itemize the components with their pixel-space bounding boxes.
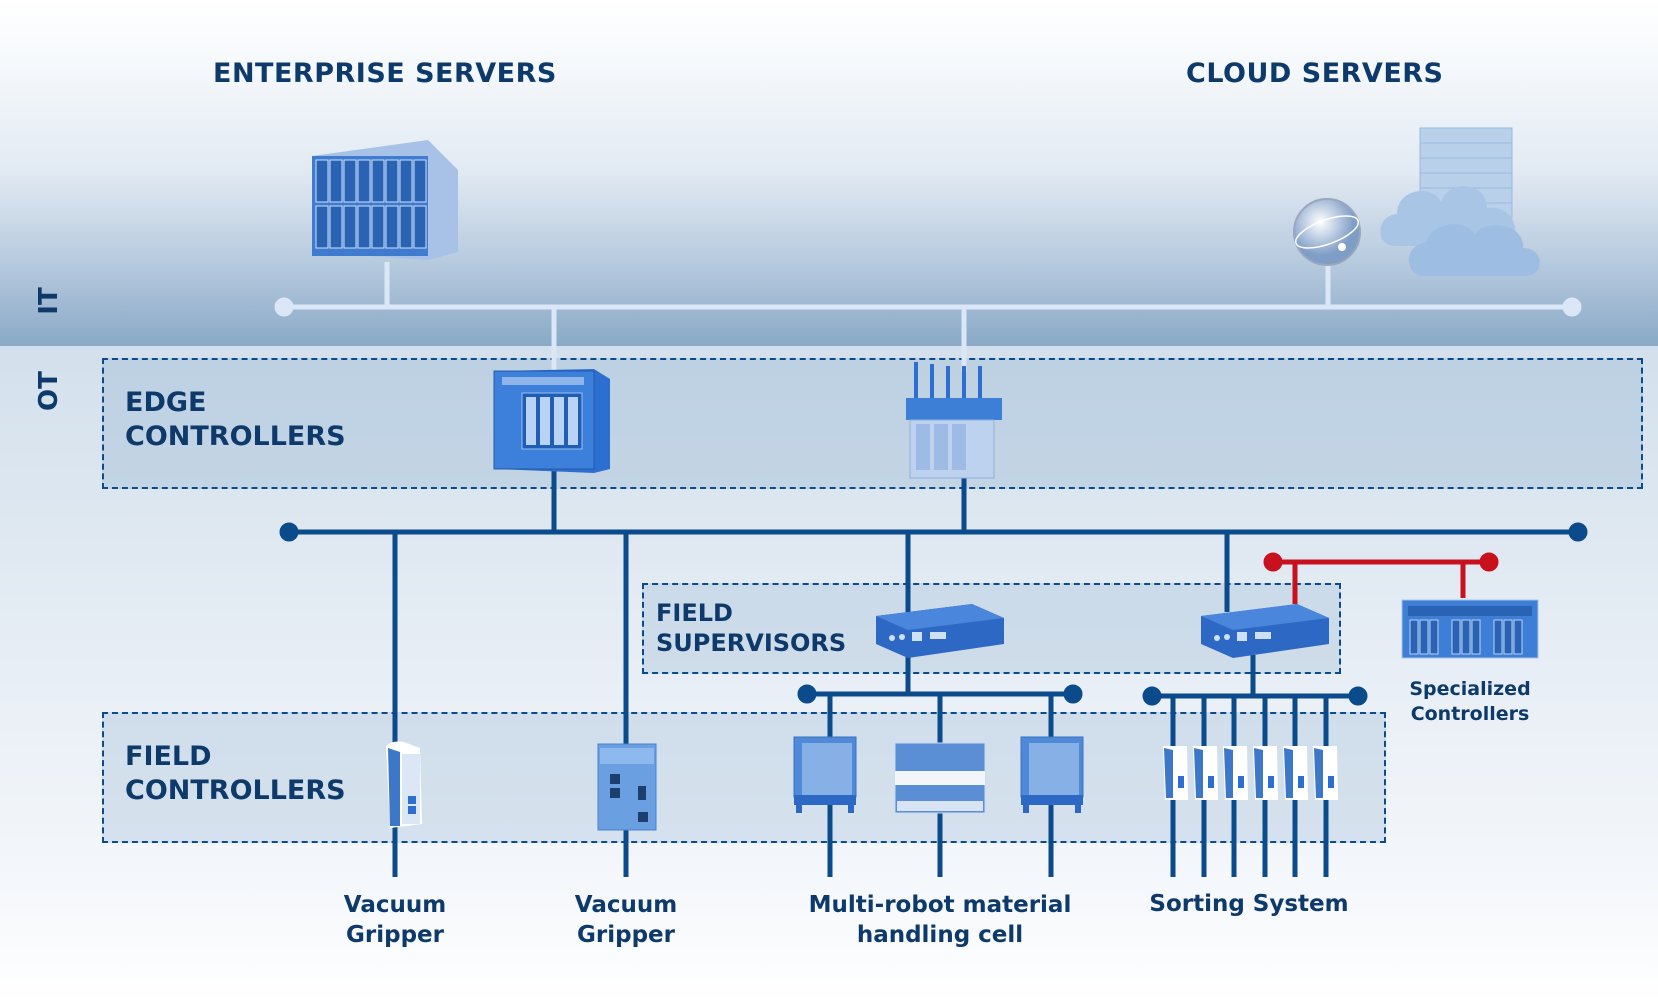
cloud-server-icon [1380,127,1540,276]
it-zone [0,0,1658,346]
specialized-label-line2: Controllers [1410,703,1530,725]
endpoint-label-multi-robot-cell: Multi-robot material handling cell [809,890,1072,950]
edge-controllers-label: EDGE CONTROLLERS [125,386,346,454]
endpoint-line2: Gripper [346,922,444,948]
io-module-icon [894,742,986,814]
specialized-label-line1: Specialized [1409,678,1531,700]
edge-label-line1: EDGE [125,387,207,418]
embedded-pc-icon [876,604,1004,658]
endpoint-line1: Multi-robot material [808,892,1072,918]
endpoint-label-sorting-system: Sorting System [1149,889,1348,919]
enterprise-servers-heading: ENTERPRISE SERVERS [213,58,557,89]
endpoint-label-vacuum-gripper-1: Vacuum Gripper [344,890,446,950]
field-controllers-label-line1: FIELD [125,741,212,772]
endpoint-label-vacuum-gripper-2: Vacuum Gripper [575,890,677,950]
sorting-modules-icon [1163,746,1338,800]
supervisors-label-line1: FIELD [656,599,733,627]
tower-server-icon [493,369,610,473]
rack-server-icon [1401,599,1539,659]
specialized-controllers-label: Specialized Controllers [1409,677,1530,727]
plc-icon [597,743,657,831]
endpoint-line1: Sorting System [1149,891,1349,917]
edge-controllers-box [102,358,1643,489]
field-supervisors-label: FIELD SUPERVISORS [656,598,846,658]
endpoint-line2: Gripper [577,922,675,948]
supervisors-label-line2: SUPERVISORS [656,629,847,657]
field-controllers-label: FIELD CONTROLLERS [125,740,346,808]
blade-server-icon [312,140,458,260]
it-bus [274,262,1582,372]
globe-icon [1293,198,1361,266]
robot-controller-icon [793,736,857,813]
embedded-pc-icon [1201,604,1329,658]
din-rail-module-icon [386,741,422,828]
red-bus [1263,552,1499,604]
edge-label-line2: CONTROLLERS [125,420,346,452]
endpoint-line1: Vacuum [574,892,678,918]
ot-bus [279,470,1588,877]
wireless-gateway-icon [906,362,1002,479]
endpoint-line1: Vacuum [343,892,447,918]
endpoint-line2: handling cell [856,922,1024,948]
cloud-servers-heading: CLOUD SERVERS [1186,58,1444,89]
robot-controller-icon [1020,736,1084,813]
field-controllers-label-line2: CONTROLLERS [125,774,346,806]
